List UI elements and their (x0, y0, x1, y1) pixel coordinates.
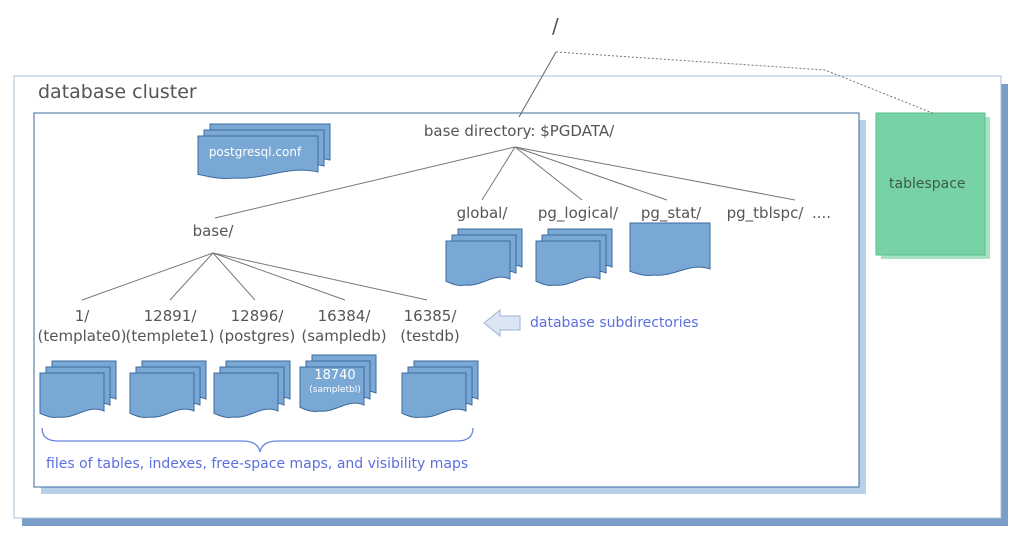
database-subdirectories-annotation: database subdirectories (530, 315, 699, 331)
file-sheet (445, 240, 511, 286)
database-oid: 12896/ (230, 307, 284, 325)
file-sheet (535, 240, 601, 286)
file-sheet (299, 366, 365, 412)
file-sheet (129, 372, 195, 418)
database-subdir-testdb: 16385/ (testdb) (400, 306, 460, 346)
postgres-file-stack (213, 360, 291, 418)
pg-logical-file-stack (535, 228, 613, 286)
database-name: (postgres) (218, 327, 296, 345)
file-stacks (39, 123, 711, 418)
root-to-tablespace-line (555, 51, 936, 115)
file-sheet (213, 372, 279, 418)
base-branch-lines (81, 252, 428, 301)
global-subdir-label: global/ (456, 204, 508, 222)
base-directory-label: base directory: $PGDATA/ (423, 122, 615, 140)
sample-file-oid: 18740 (314, 368, 356, 383)
base-subdir-label: base/ (192, 222, 234, 240)
cluster-title: database cluster (38, 81, 197, 103)
template1-file-stack (129, 360, 207, 418)
testdb-file-stack (401, 360, 479, 418)
database-oid: 12891/ (143, 307, 197, 325)
sample-file-name: (sampletbl) (309, 385, 361, 395)
left-arrow-icon (483, 308, 521, 338)
file-sheet (39, 372, 105, 418)
config-file-stack (197, 123, 331, 179)
database-name: (testdb) (400, 327, 460, 345)
template0-file-stack (39, 360, 117, 418)
root-to-base-line (518, 51, 557, 118)
database-subdir-template0: 1/ (template0) (38, 306, 127, 346)
pg-stat-subdir-label: pg_stat/ (640, 204, 702, 222)
sampledb-file-stack (299, 354, 377, 412)
more-subdirs-label: .... (812, 204, 832, 222)
database-name: (sampledb) (301, 327, 387, 345)
database-oid: 16384/ (317, 307, 371, 325)
file-sheet (401, 372, 467, 418)
pgdata-box (33, 112, 860, 488)
tablespace-box (875, 112, 986, 256)
database-subdir-sampledb: 16384/ (sampledb) (301, 306, 386, 346)
database-subdir-postgres: 12896/ (postgres) (219, 306, 296, 346)
global-file-stack (445, 228, 523, 286)
file-sheet (197, 135, 319, 179)
database-oid: 16385/ (403, 307, 457, 325)
pgdata-branch-lines (214, 146, 796, 219)
pg-tblspc-subdir-label: pg_tblspc/ (726, 204, 804, 222)
database-name: (templete1) (125, 327, 215, 345)
config-file-label: postgresql.conf (208, 145, 302, 159)
database-subdir-template1: 12891/ (templete1) (126, 306, 215, 346)
pg-logical-subdir-label: pg_logical/ (537, 204, 619, 222)
file-sheet (629, 222, 711, 276)
pg-stat-file-stack (629, 222, 711, 276)
brace-icon (41, 427, 474, 453)
database-name: (template0) (37, 327, 127, 345)
root-label: / (552, 14, 559, 38)
database-oid: 1/ (74, 307, 90, 325)
tablespace-label: tablespace (889, 176, 966, 192)
files-caption: files of tables, indexes, free-space map… (46, 456, 469, 472)
